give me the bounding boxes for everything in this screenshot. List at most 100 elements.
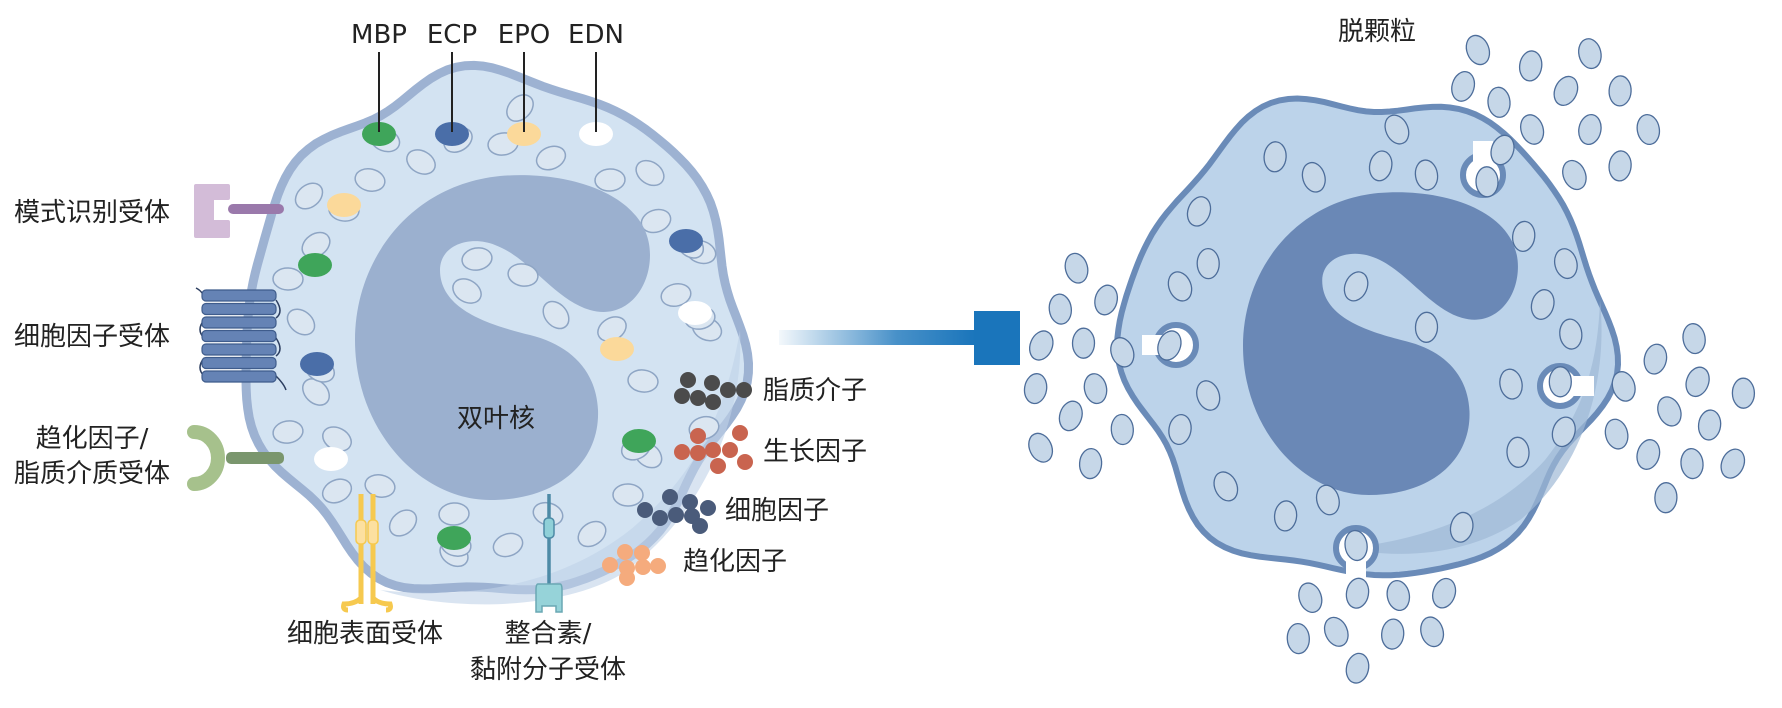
granule <box>438 502 470 526</box>
granule <box>1301 161 1326 193</box>
ecp-granule <box>435 122 469 146</box>
granule <box>321 478 353 504</box>
chemokine-dot <box>619 570 635 586</box>
label-growth-factor: 生长因子 <box>763 437 867 467</box>
pattern-recognition-receptor: 模式识别受体 <box>14 184 284 238</box>
granule <box>1432 577 1457 609</box>
granule <box>1064 252 1089 284</box>
granule <box>1654 482 1678 514</box>
granule <box>1110 413 1134 446</box>
granule <box>1420 616 1445 648</box>
label-mbp: MBP <box>351 20 407 50</box>
granule <box>1685 366 1710 398</box>
cytoplasm-shading <box>380 330 741 605</box>
label-epo: EPO <box>498 20 551 50</box>
edn-granule <box>314 447 348 471</box>
granule <box>1058 400 1083 432</box>
granule <box>1611 371 1636 402</box>
granule <box>1548 366 1572 398</box>
lipid-dot <box>736 382 752 398</box>
transmembrane-helix <box>201 370 277 383</box>
growth-factor-dot <box>737 454 753 470</box>
growth-factor-dot <box>722 442 738 458</box>
granule <box>1680 447 1704 480</box>
growth-factor-dot <box>705 442 721 458</box>
granule <box>1553 75 1579 106</box>
granule <box>1553 248 1578 280</box>
granule <box>1636 439 1661 470</box>
cytokine-receptor: 细胞因子受体 <box>14 287 287 391</box>
mbp-granule <box>362 122 396 146</box>
pocket-opening <box>1346 558 1366 582</box>
lipid-dot <box>720 382 736 398</box>
edn-granule <box>678 301 712 325</box>
transmembrane-helix <box>201 329 277 343</box>
granule <box>301 231 331 259</box>
granule <box>594 168 626 192</box>
pocket-opening <box>1473 141 1493 165</box>
chemokine-dot <box>635 559 651 575</box>
granule <box>1083 373 1108 405</box>
granule <box>535 145 567 171</box>
label-pattern-recognition-receptor: 模式识别受体 <box>14 198 170 228</box>
granule <box>507 263 539 287</box>
granule <box>492 532 524 558</box>
granule <box>1323 616 1349 647</box>
cytokine-dot <box>668 507 684 523</box>
granule <box>1451 71 1476 102</box>
transmembrane-helix <box>201 343 277 356</box>
chemokine-dot <box>602 557 618 573</box>
degranulation-arrow <box>779 311 1020 365</box>
transmembrane-helix <box>201 302 277 316</box>
granule <box>461 247 493 271</box>
granule <box>1530 289 1555 320</box>
bilobed-nucleus <box>1243 192 1518 495</box>
label-chemokine-receptor-1: 趋化因子/ <box>36 424 149 454</box>
pocket-opening <box>1570 376 1594 396</box>
granule <box>1720 448 1746 479</box>
cytokine-dot <box>637 502 653 518</box>
granule <box>1273 500 1298 532</box>
mbp-granule <box>437 526 471 550</box>
granule <box>1286 622 1310 655</box>
granule <box>272 267 304 291</box>
granule <box>627 369 659 393</box>
label-cytokine: 细胞因子 <box>725 496 829 526</box>
granule <box>1071 327 1096 359</box>
granule <box>1078 447 1103 480</box>
label-cytokine-receptor: 细胞因子受体 <box>14 322 170 352</box>
integrin-receptor: 整合素/ 黏附分子受体 <box>470 494 626 685</box>
granule <box>1608 150 1632 182</box>
granule <box>1487 86 1511 118</box>
granule <box>1298 582 1323 613</box>
granule <box>1475 166 1499 198</box>
label-integrin-1: 整合素/ <box>505 619 592 649</box>
granule <box>660 282 692 308</box>
granule <box>1213 471 1239 502</box>
specific-granules <box>298 122 712 550</box>
chemokine-dot <box>634 545 650 561</box>
granule <box>1578 38 1602 70</box>
granule <box>1167 271 1193 302</box>
cytoplasm-shading <box>1345 300 1602 554</box>
granule <box>1345 577 1370 609</box>
granule <box>1449 511 1474 543</box>
granule <box>1157 330 1182 361</box>
lipid-dot <box>705 394 721 410</box>
granule <box>1384 114 1410 145</box>
epo-granule <box>327 193 361 217</box>
granule <box>1344 529 1368 562</box>
granule <box>1490 134 1515 166</box>
granule <box>1168 413 1192 446</box>
degranulation-label: 脱颗粒 <box>1338 17 1416 47</box>
growth-factor-dot <box>690 445 706 461</box>
mbp-granule <box>298 253 332 277</box>
granule <box>612 483 644 507</box>
granule <box>1343 271 1369 302</box>
growth-factor-dot <box>690 428 706 444</box>
granule <box>1048 293 1073 325</box>
granule <box>1551 416 1576 448</box>
granule <box>286 308 316 336</box>
granule <box>1186 196 1212 227</box>
label-chemokine: 趋化因子 <box>683 547 787 577</box>
